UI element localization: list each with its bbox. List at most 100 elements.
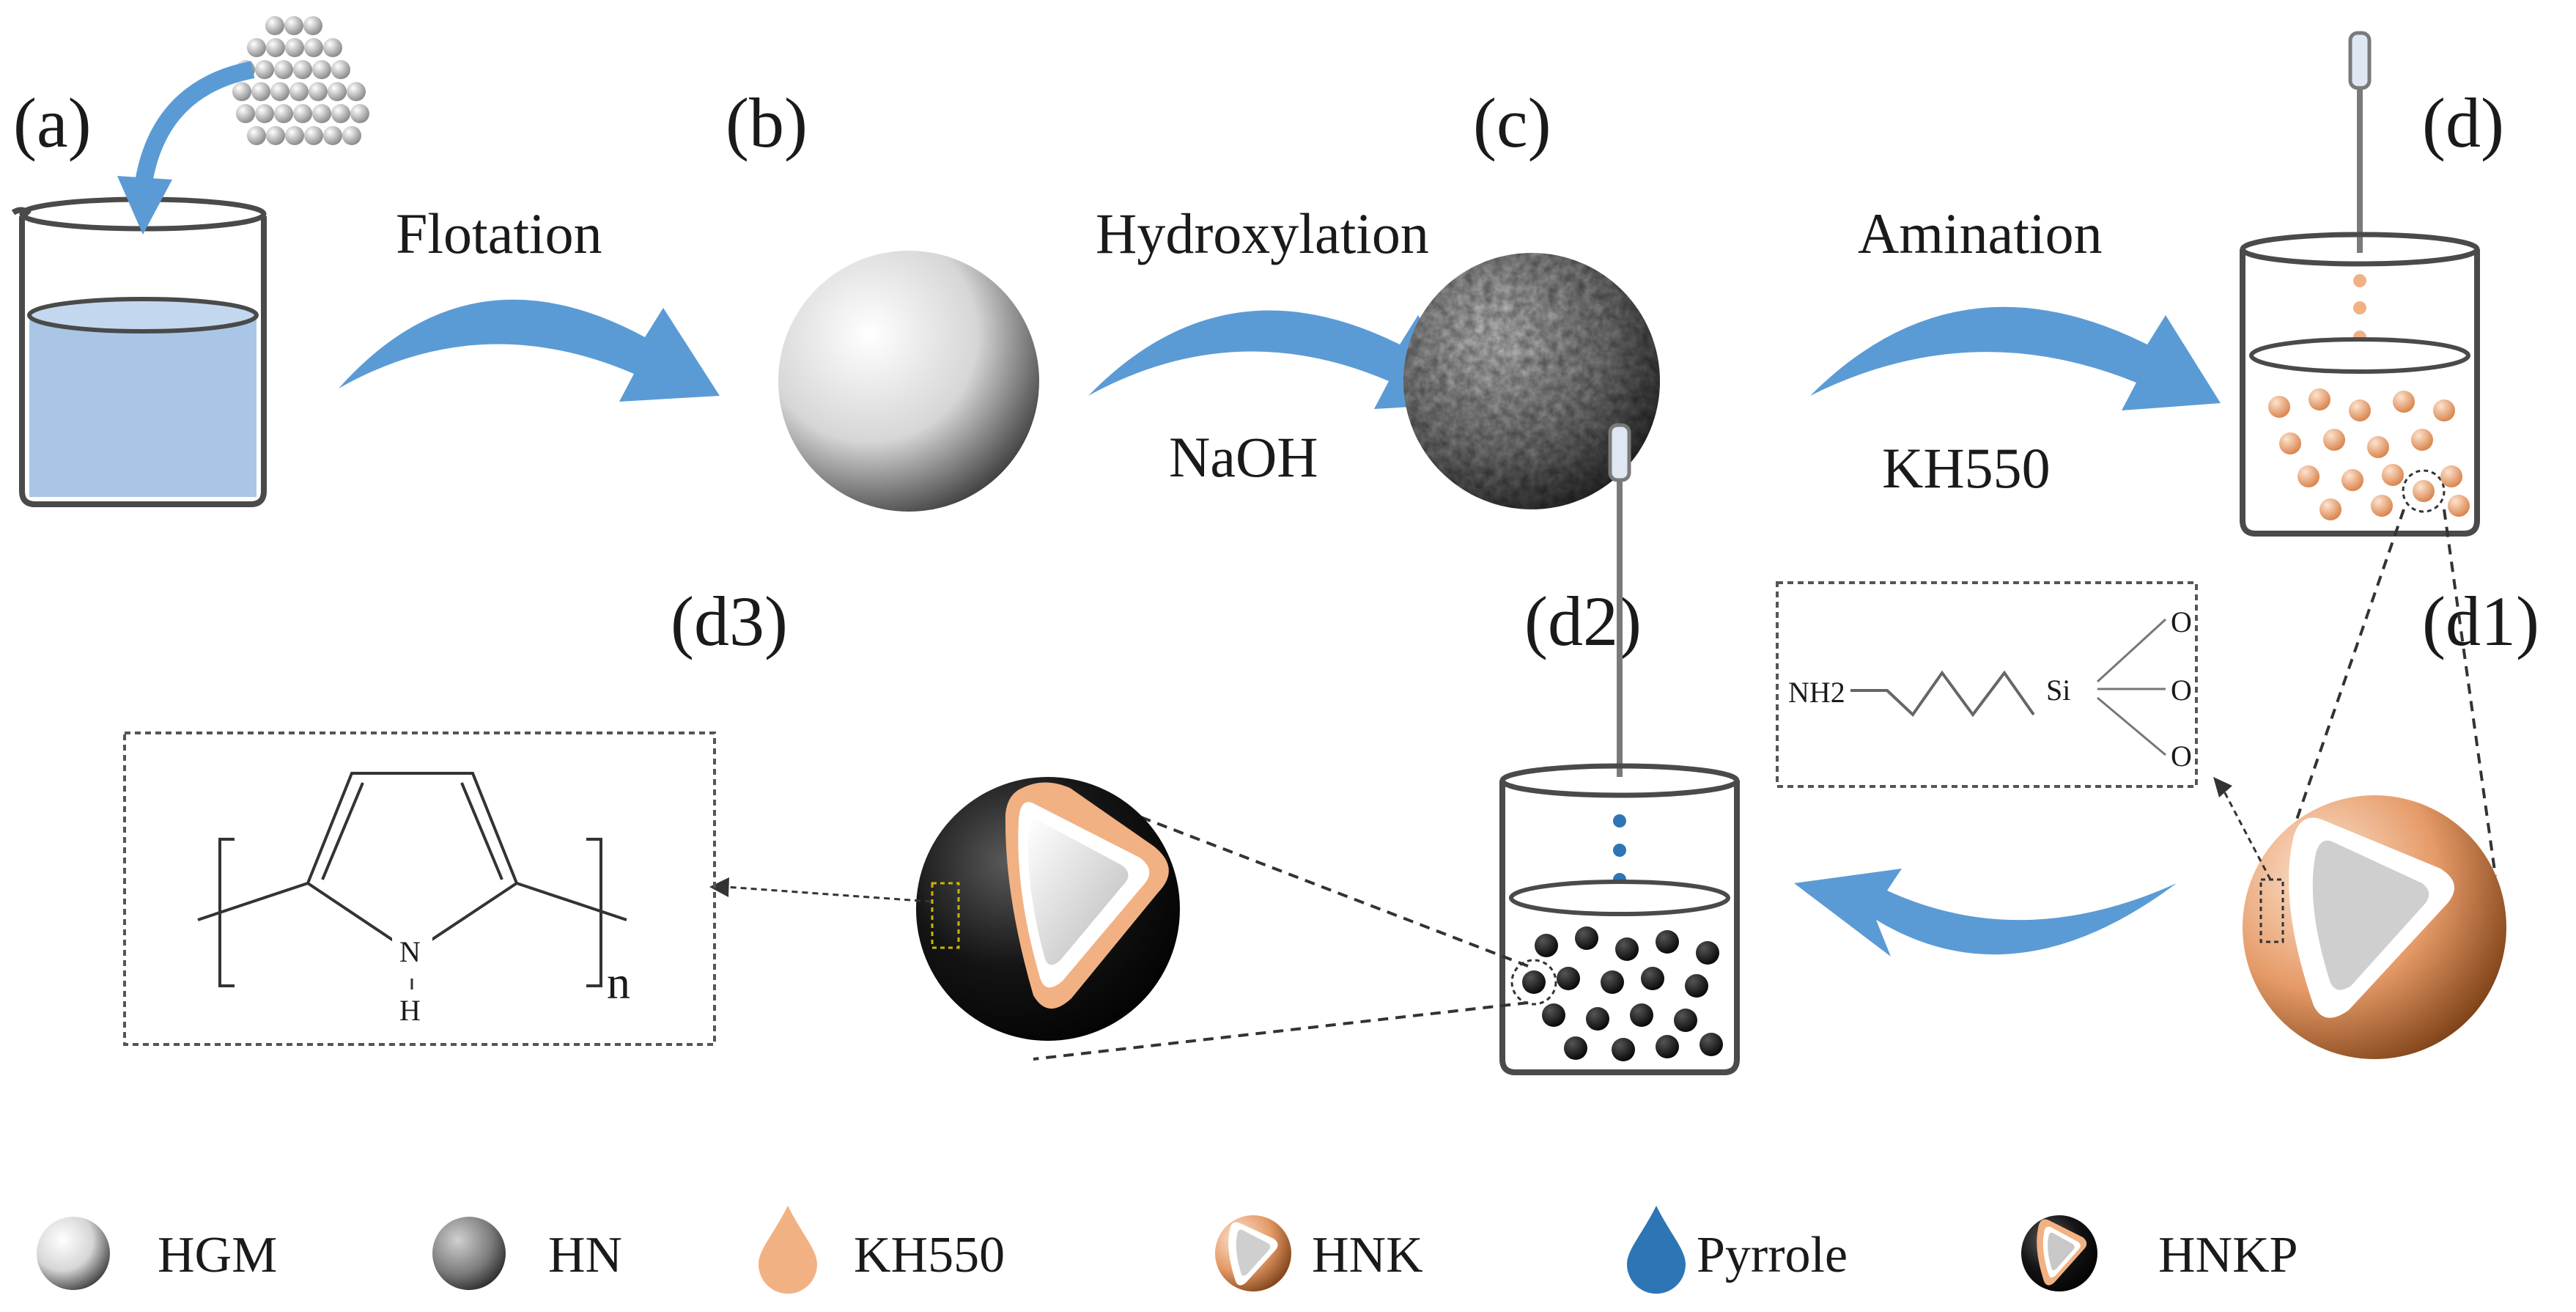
kh550-particle (2319, 498, 2341, 520)
hnkp-particle (1685, 974, 1708, 998)
glass-bead (289, 82, 309, 101)
kh550-structure (1776, 581, 2198, 788)
glass-beads-pile (232, 16, 369, 145)
legend-label: HGM (158, 1227, 277, 1283)
kh550-particle (2367, 436, 2389, 458)
glass-bead (236, 104, 255, 123)
kh550-particle (2393, 391, 2415, 413)
pointer-line (2223, 791, 2272, 880)
hnkp-particle (1542, 1003, 1565, 1027)
panel-label-d3: (d3) (671, 582, 788, 660)
glass-bead (347, 82, 366, 101)
legend: HGM HN KH550 HNK Pyrrole (37, 1206, 2298, 1294)
kh550-particle (2382, 464, 2404, 486)
kh550-particle (2323, 429, 2345, 451)
pour-arrowhead (117, 176, 172, 235)
glass-bead (293, 104, 312, 123)
zoom-line (1033, 1001, 1529, 1061)
hnk-sphere-icon (1215, 1215, 1291, 1291)
glass-bead (342, 126, 361, 145)
glass-bead (331, 60, 350, 79)
glass-bead (266, 38, 285, 57)
hnkp-particle (1535, 934, 1558, 957)
legend-label: HN (548, 1227, 622, 1283)
arrow-amination (1810, 306, 2221, 410)
hgm-sphere-icon (37, 1217, 110, 1290)
chem-o2: O (2171, 674, 2192, 707)
glass-bead (247, 126, 266, 145)
beaker-a (11, 196, 267, 507)
hnkp-particle (1700, 1033, 1723, 1056)
hnkp-particle (1641, 967, 1664, 990)
glass-bead (255, 104, 274, 123)
legend-item-hgm: HGM (37, 1217, 277, 1290)
panel-label-a: (a) (13, 84, 92, 162)
glass-bead (304, 38, 323, 57)
hnk-sphere (2243, 795, 2506, 1059)
kh550-particle (2341, 469, 2363, 491)
arrow-return (1794, 869, 2177, 957)
hnkp-particle (1630, 1003, 1653, 1027)
kh550-particle (2349, 399, 2371, 421)
glass-bead (247, 38, 266, 57)
kh550-drop-icon (759, 1206, 817, 1294)
glass-bead (255, 60, 274, 79)
chem-nh2: NH2 (1788, 676, 1845, 709)
kh550-particle (2309, 388, 2330, 410)
legend-item-pyrrole: Pyrrole (1627, 1206, 1848, 1294)
glass-bead (232, 82, 251, 101)
hgm-sphere (778, 251, 1039, 512)
step-flotation: Flotation (396, 202, 602, 265)
pointer-arrowhead (709, 877, 729, 897)
glass-bead (274, 60, 293, 79)
glass-bead (323, 38, 342, 57)
hnkp-particle (1612, 1038, 1635, 1061)
glass-bead (266, 126, 285, 145)
hnkp-particle (1615, 937, 1639, 961)
panel-label-c: (c) (1473, 84, 1551, 162)
legend-item-hnk: HNK (1215, 1215, 1423, 1291)
polypyrrole-structure (123, 731, 716, 1046)
chem-n: N (399, 935, 421, 968)
glass-bead (285, 126, 304, 145)
glass-bead (265, 16, 284, 35)
glass-bead (309, 82, 328, 101)
hnkp-particle (1601, 970, 1624, 994)
step-amination: Amination (1858, 202, 2103, 265)
legend-item-kh550: KH550 (759, 1206, 1005, 1294)
hnkp-particle (1696, 941, 1719, 965)
kh550-particle (2298, 465, 2319, 487)
legend-label: HNK (1312, 1227, 1423, 1283)
kh550-particle (2411, 429, 2433, 451)
hnkp-particle (1557, 967, 1580, 990)
kh550-particle (2440, 465, 2462, 487)
hnkp-sphere (916, 777, 1180, 1041)
hn-sphere-icon (432, 1217, 506, 1290)
pyrrole-drop-icon (1627, 1206, 1686, 1294)
legend-label: HNKP (2158, 1227, 2298, 1283)
glass-bead (312, 60, 331, 79)
step-kh550: KH550 (1882, 436, 2051, 500)
panel-label-d: (d) (2422, 84, 2504, 162)
glass-bead (274, 104, 293, 123)
pour-arrow (134, 61, 255, 188)
kh550-particle (2268, 396, 2290, 418)
chem-subscript-n: n (607, 957, 630, 1009)
glass-bead (350, 104, 369, 123)
glass-bead (251, 82, 270, 101)
hnkp-particle (1564, 1036, 1587, 1060)
zoom-line (2443, 509, 2497, 877)
hnkp-particle (1674, 1009, 1697, 1032)
hnkp-sphere-icon (2021, 1215, 2097, 1291)
glass-bead (293, 60, 312, 79)
hnkp-particle (1586, 1007, 1609, 1031)
hnkp-particle (1575, 926, 1598, 950)
glass-bead (328, 82, 347, 101)
glass-bead (285, 38, 304, 57)
legend-label: Pyrrole (1697, 1227, 1848, 1283)
hnkp-particle (1522, 970, 1546, 994)
legend-label: KH550 (854, 1227, 1005, 1283)
kh550-particles (2268, 388, 2470, 520)
glass-bead (284, 16, 303, 35)
hnkp-particles (1522, 926, 1723, 1061)
